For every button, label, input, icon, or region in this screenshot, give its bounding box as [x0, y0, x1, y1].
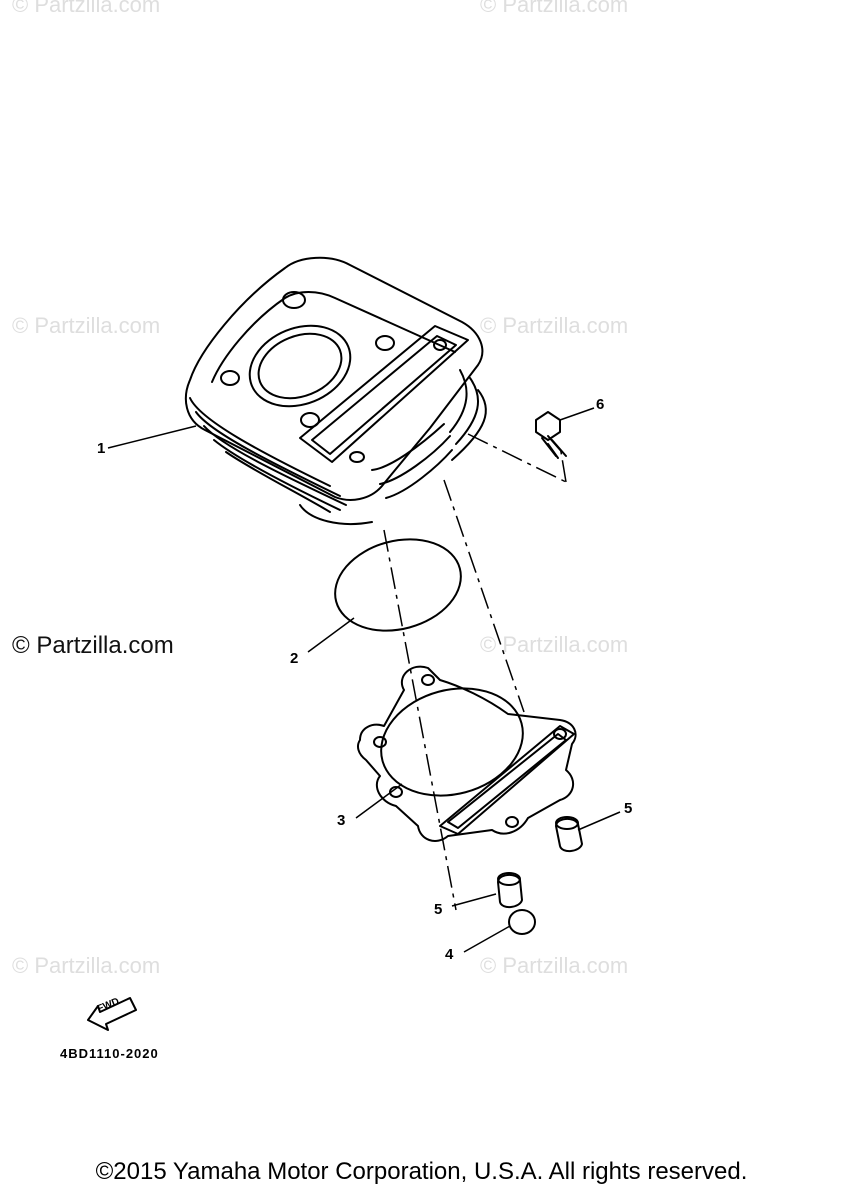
gasket-part	[357, 665, 577, 842]
dowel-part	[555, 816, 583, 852]
watermark: © Partzilla.com	[480, 313, 629, 338]
callout-2: 2	[290, 650, 299, 667]
watermark: © Partzilla.com	[12, 0, 161, 17]
dowel-part	[497, 872, 523, 908]
cylinder-part	[184, 256, 487, 525]
callout-1: 1	[97, 440, 106, 457]
leader-lines	[107, 407, 621, 953]
bolt-part	[535, 411, 567, 459]
callout-5: 5	[624, 800, 633, 817]
plug-part	[508, 909, 536, 935]
watermark: © Partzilla.com	[480, 0, 629, 17]
callout-3: 3	[337, 812, 346, 829]
watermark: © Partzilla.com	[12, 313, 161, 338]
watermark: © Partzilla.com	[12, 953, 161, 978]
watermark: © Partzilla.com	[480, 953, 629, 978]
watermark: © Partzilla.com	[480, 632, 629, 657]
diagram-code: 4BD1110-2020	[60, 1046, 159, 1061]
assembly-lines	[383, 433, 567, 911]
o-ring-part	[334, 538, 462, 632]
copyright-notice: ©2015 Yamaha Motor Corporation, U.S.A. A…	[95, 1158, 748, 1185]
callout-4: 4	[445, 946, 454, 963]
fwd-arrow-icon	[87, 997, 137, 1031]
callout-6: 6	[596, 396, 605, 413]
callout-5: 5	[434, 901, 443, 918]
partzilla-watermark: © Partzilla.com	[12, 632, 174, 659]
